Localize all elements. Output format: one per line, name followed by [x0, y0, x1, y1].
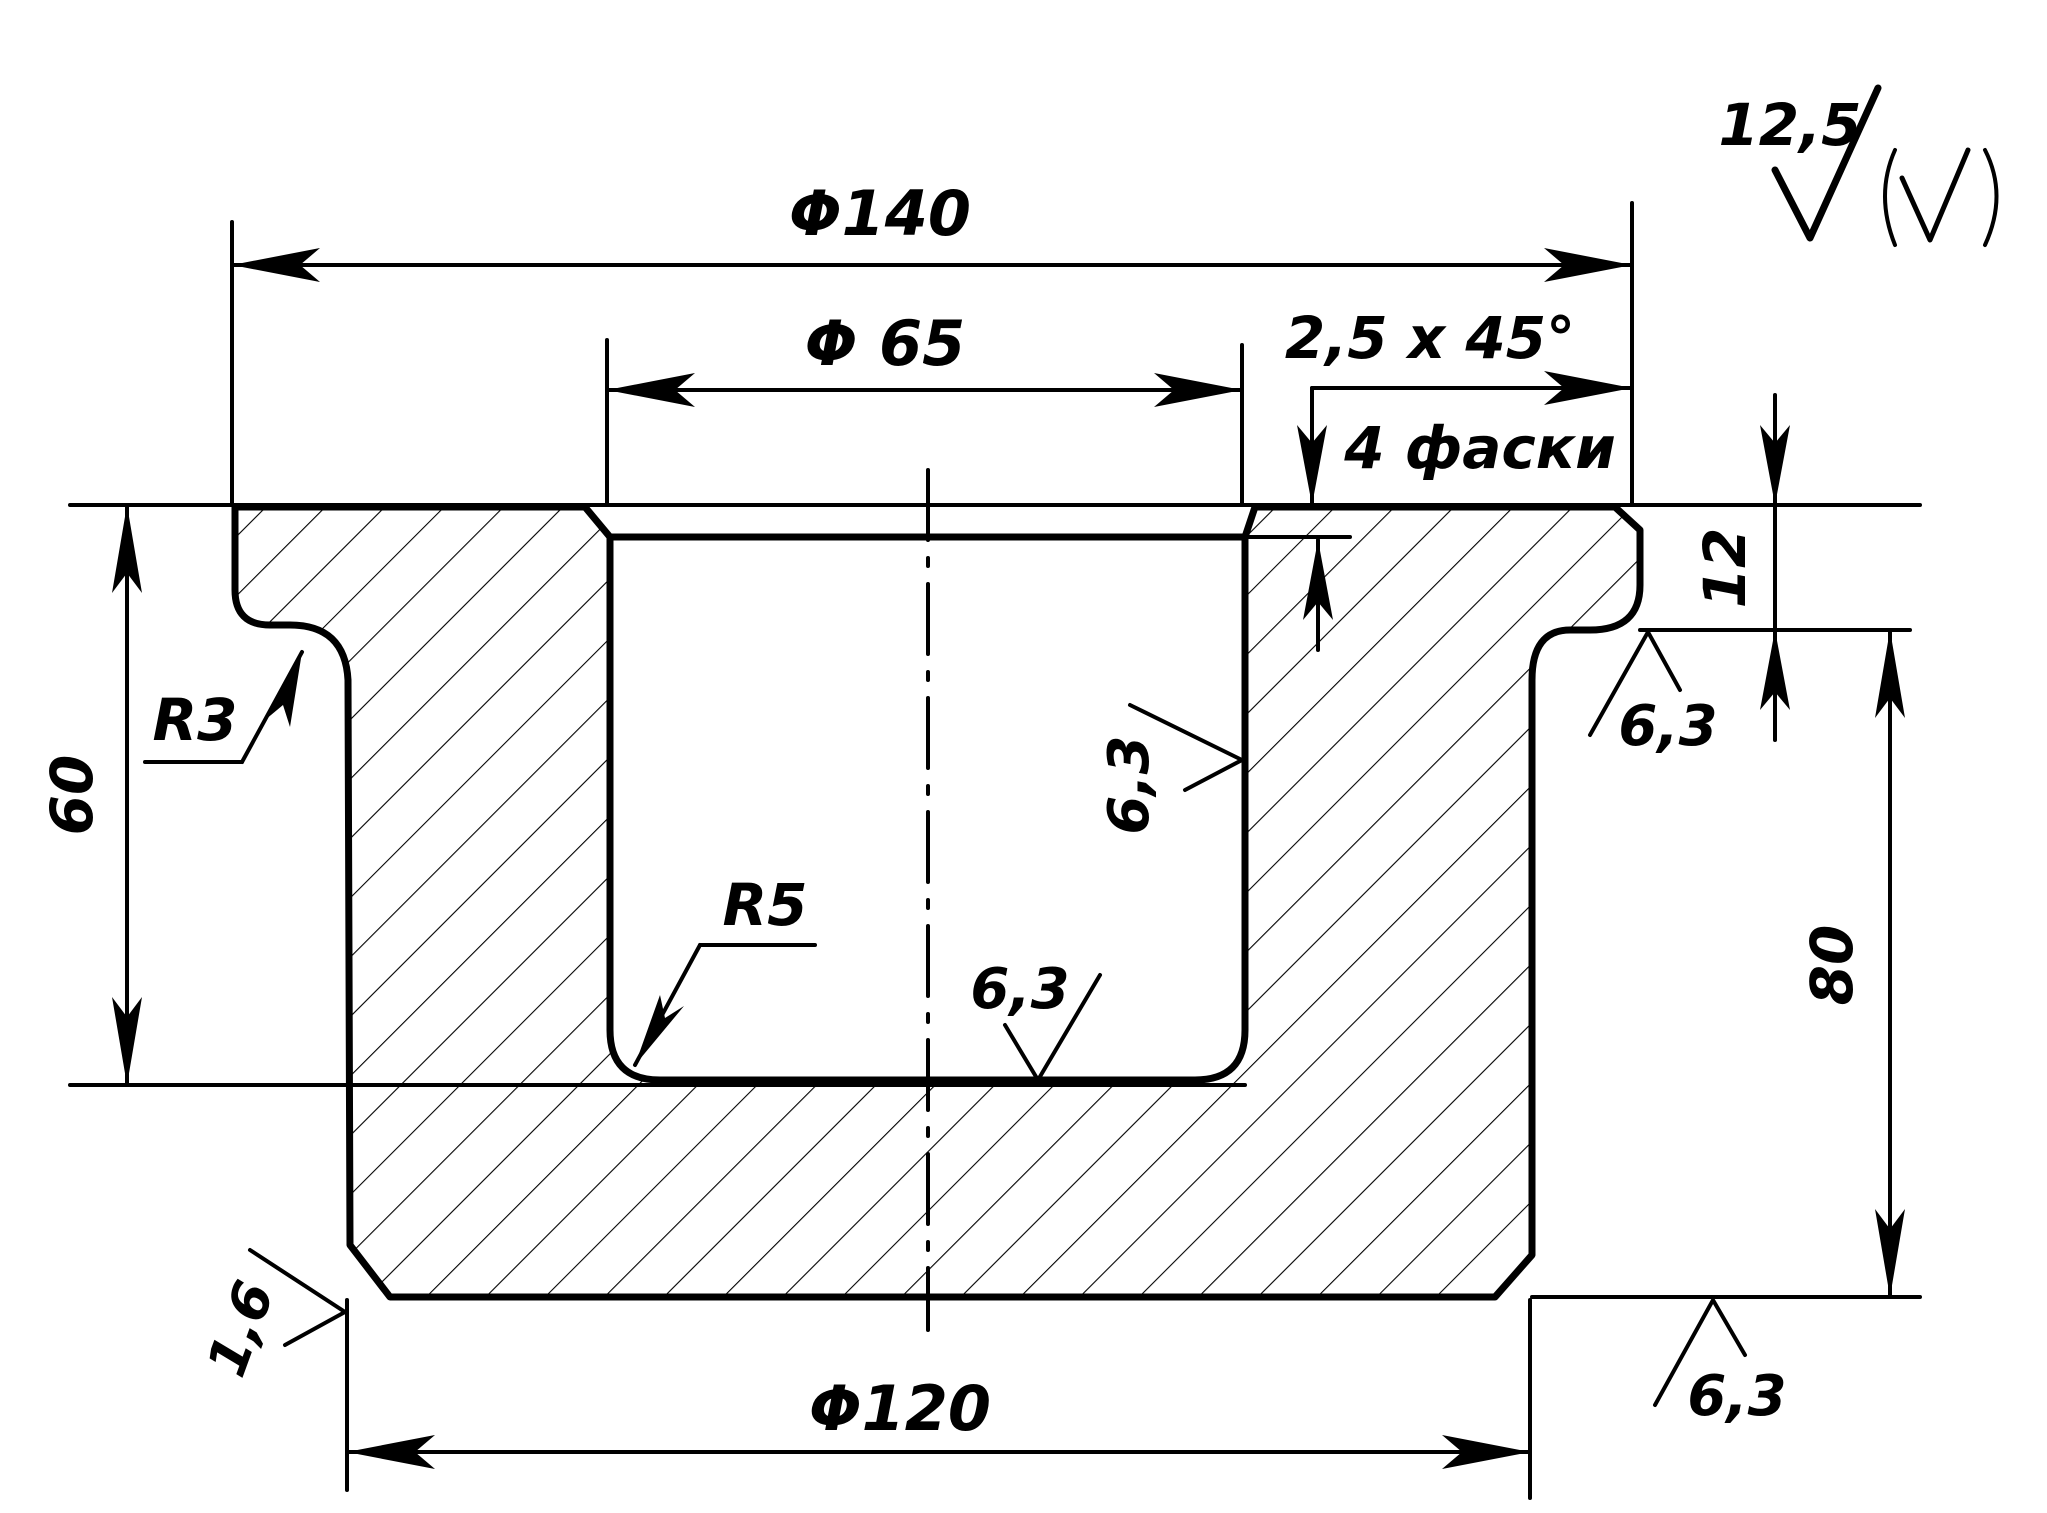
label-h60: 60 [38, 755, 106, 836]
label-r5: R5 [722, 871, 807, 939]
label-h12: 12 [1691, 528, 1759, 609]
label-chamfer: 2,5 x 45° [1285, 304, 1575, 372]
dimension-d120: Φ120 [345, 1372, 1532, 1469]
roughness-bore-bottom: 6,3 [970, 957, 1102, 1084]
label-r3: R3 [152, 686, 237, 754]
roughness-general-symbol: 12,5 [1718, 84, 1999, 247]
dimension-h12: 12 [1691, 393, 1790, 742]
roughness-bottom-face-value: 6,3 [1687, 1364, 1786, 1429]
dimension-d65: Φ 65 [605, 307, 1244, 407]
dimension-h80: 80 [1798, 628, 1905, 1299]
roughness-flange-underside-value: 6,3 [1618, 694, 1717, 759]
roughness-outer-side-value: 1,6 [195, 1273, 287, 1384]
roughness-outer-side: 1,6 [195, 1248, 349, 1384]
roughness-bottom-face: 6,3 [1653, 1295, 1787, 1429]
dimension-h60: 60 [38, 503, 142, 1087]
label-d140: Φ140 [789, 177, 971, 250]
label-d120: Φ120 [809, 1372, 991, 1445]
dimension-chamfer: 2,5 x 45° 4 фаски [1285, 304, 1634, 652]
part-outline [231, 503, 1644, 1301]
roughness-bore-bottom-value: 6,3 [970, 957, 1069, 1022]
label-chamfer-note: 4 фаски [1343, 414, 1616, 482]
roughness-bore-wall-value: 6,3 [1097, 735, 1162, 834]
leader-r3: R3 [143, 650, 304, 764]
label-d65: Φ 65 [805, 307, 966, 380]
leader-r5: R5 [633, 871, 817, 1067]
dimension-d140: Φ140 [230, 177, 1634, 282]
roughness-general-value: 12,5 [1718, 91, 1861, 159]
roughness-bore-wall: 6,3 [1097, 703, 1247, 835]
label-h80: 80 [1798, 925, 1866, 1006]
roughness-flange-underside: 6,3 [1588, 627, 1718, 759]
